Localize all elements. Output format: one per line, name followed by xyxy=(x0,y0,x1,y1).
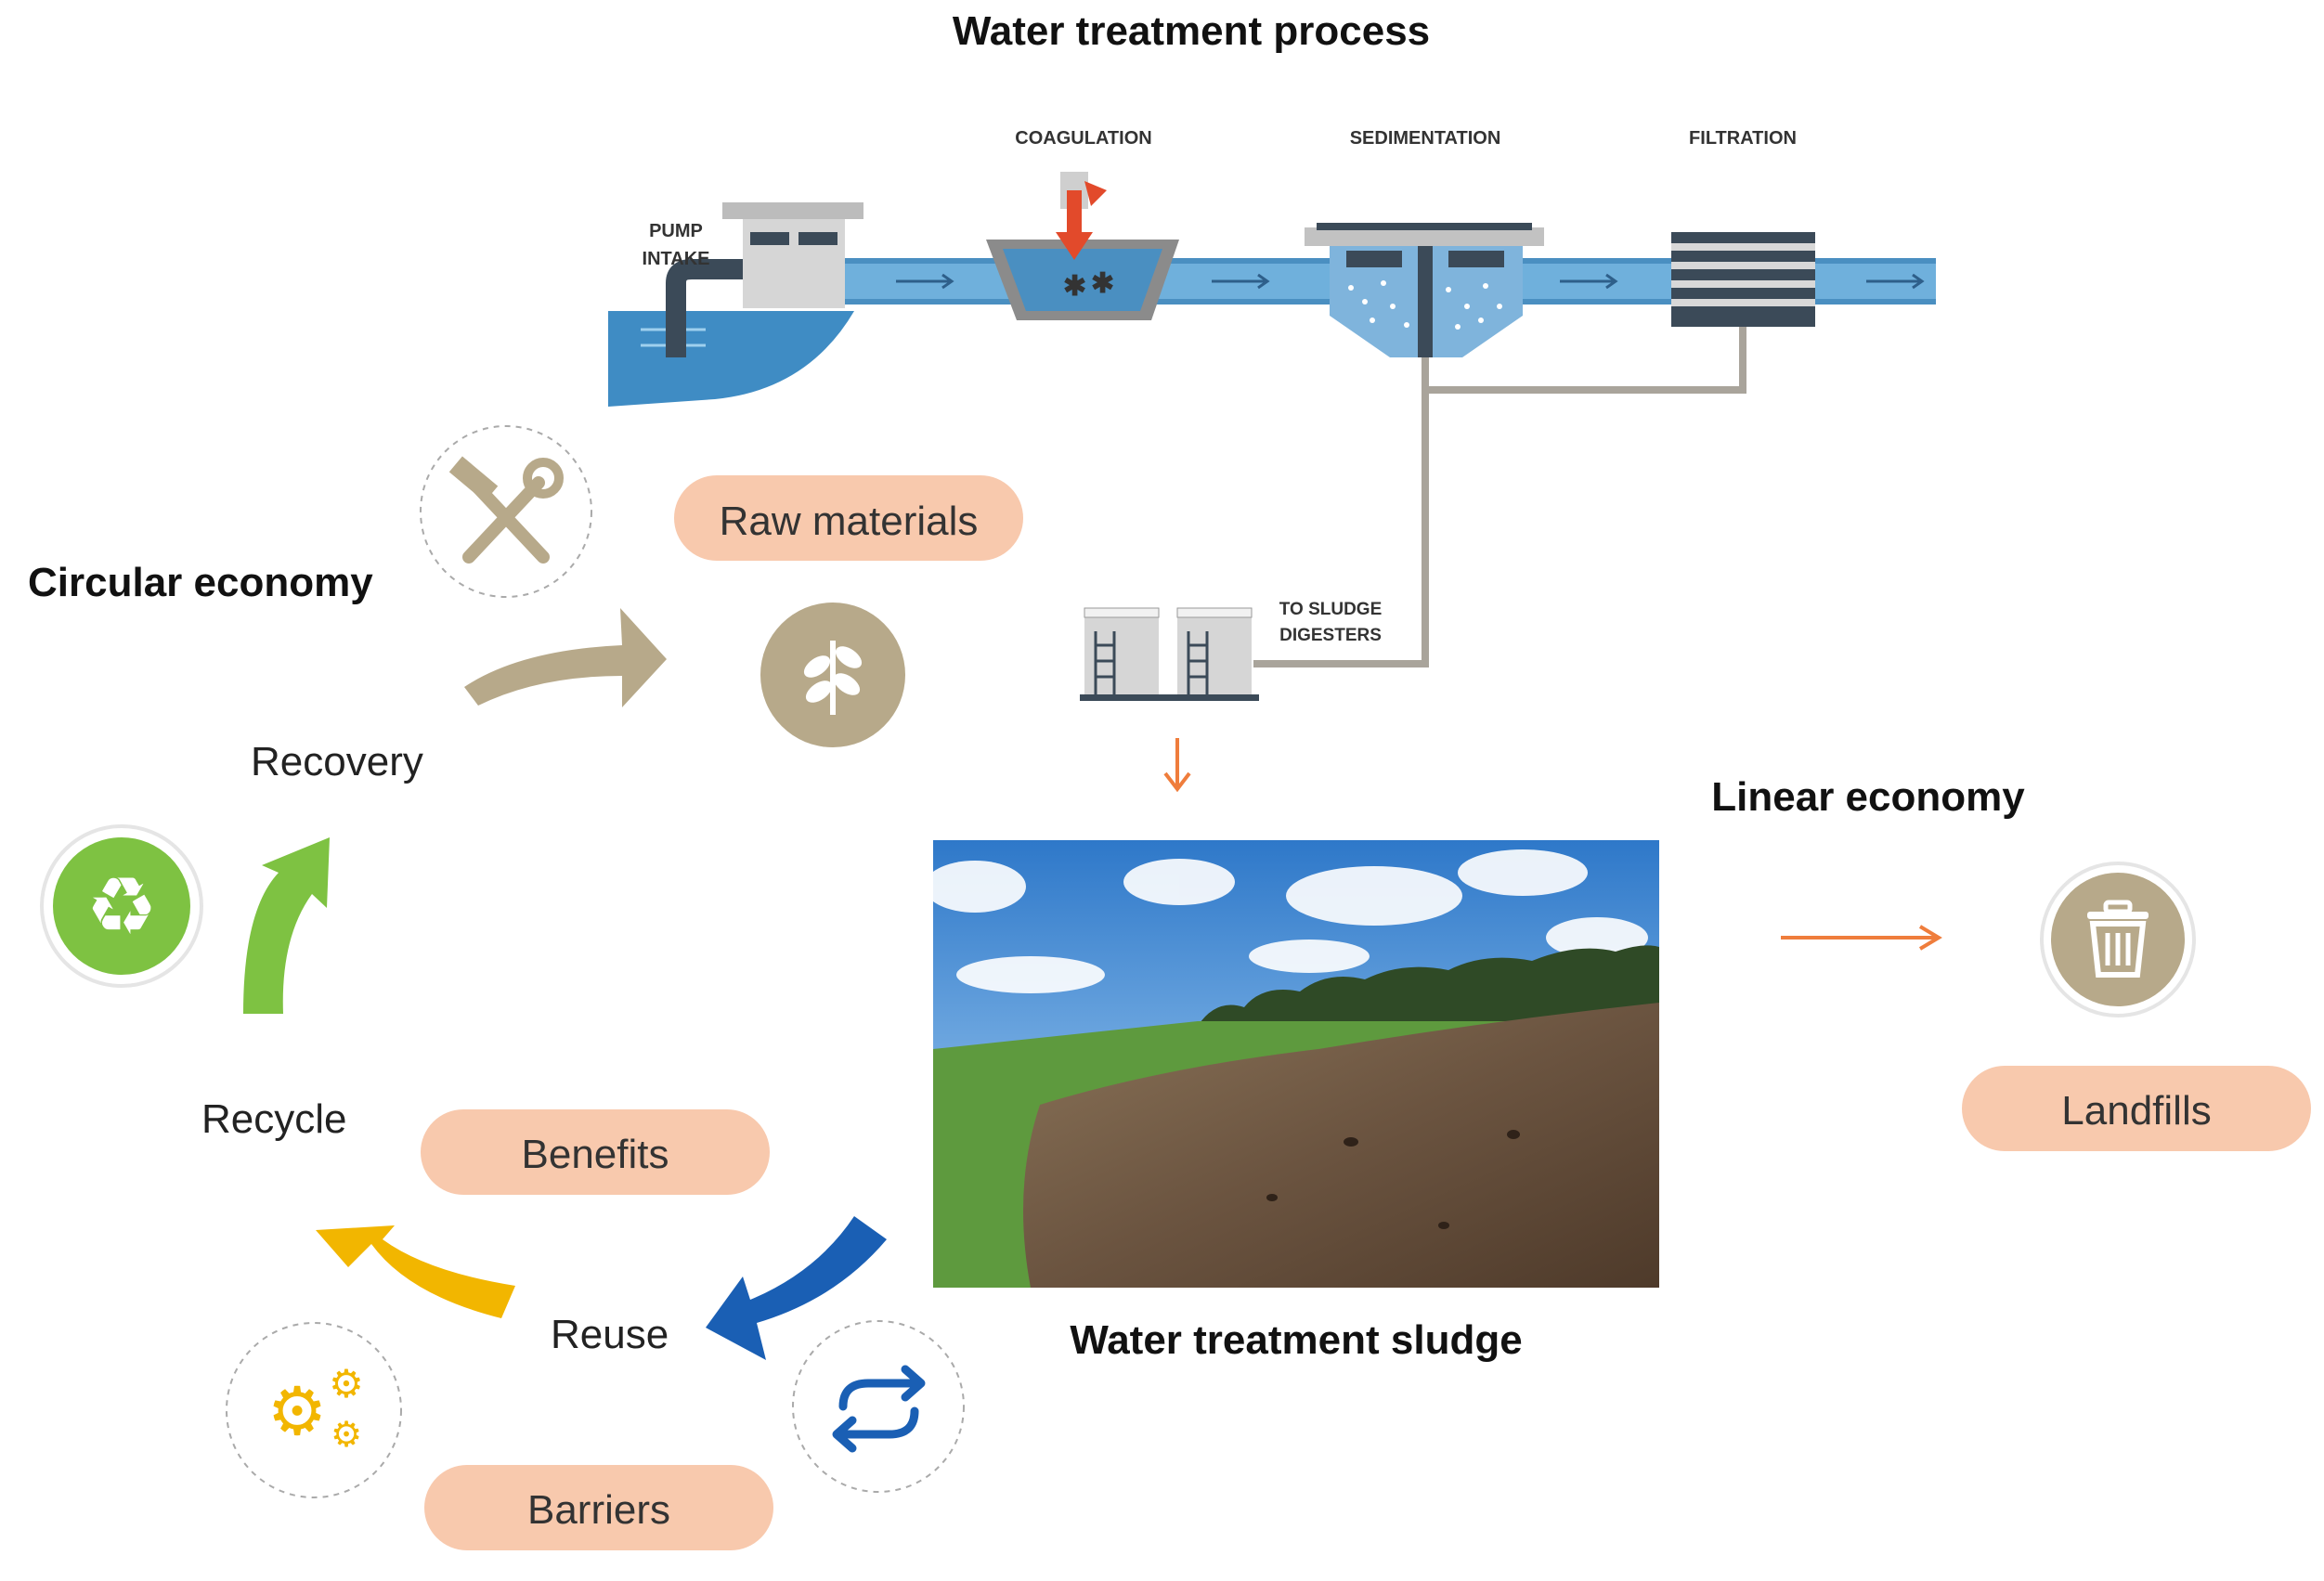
barriers-pill: Barriers xyxy=(424,1465,773,1550)
sedimentation-unit xyxy=(1305,223,1544,357)
sludge-to-reuse-arrow xyxy=(706,1216,887,1360)
coagulation-unit: ✱ ✱ xyxy=(986,172,1179,320)
svg-text:✱: ✱ xyxy=(1063,271,1086,302)
reuse-to-recycle-arrow xyxy=(316,1225,515,1318)
recycle-icon: ♻ xyxy=(40,824,203,988)
recovery-label: Recovery xyxy=(251,739,423,784)
recycle-label: Recycle xyxy=(201,1096,347,1142)
barriers-label: Barriers xyxy=(527,1487,670,1533)
sludge-digesters xyxy=(1080,607,1259,701)
treatment-process: PUMP INTAKE ✱ ✱ COAGULATION xyxy=(608,128,1936,793)
tools-icon xyxy=(420,425,592,598)
raw-materials-pill: Raw materials xyxy=(674,475,1023,561)
filtration-unit xyxy=(1671,232,1815,327)
sludge-caption: Water treatment sludge xyxy=(1070,1317,1522,1363)
leaf-icon xyxy=(760,603,905,747)
svg-text:⚙: ⚙ xyxy=(329,1361,364,1406)
pump-intake-label-2: INTAKE xyxy=(643,249,710,269)
filtration-label: FILTRATION xyxy=(1689,128,1797,149)
trash-icon xyxy=(2040,862,2196,1017)
svg-text:♻: ♻ xyxy=(85,861,157,953)
circular-economy-heading: Circular economy xyxy=(28,560,373,605)
landfills-label: Landfills xyxy=(2061,1088,2211,1134)
reuse-label: Reuse xyxy=(551,1312,669,1357)
down-arrow xyxy=(1163,738,1191,793)
pump-intake-label-1: PUMP xyxy=(649,221,703,241)
sludge-digesters-label-2: DIGESTERS xyxy=(1279,626,1382,645)
pump-house xyxy=(743,215,845,308)
sludge-photo xyxy=(924,840,1659,1288)
diagram-title: Water treatment process xyxy=(953,8,1430,54)
reservoir xyxy=(608,311,854,407)
landfills-pill: Landfills xyxy=(1962,1066,2311,1151)
coagulation-label: COAGULATION xyxy=(1015,128,1151,149)
gears-icon: ⚙ ⚙ ⚙ xyxy=(226,1322,402,1498)
svg-text:✱: ✱ xyxy=(1091,268,1114,299)
flow-arrows xyxy=(896,273,1925,290)
sedimentation-label: SEDIMENTATION xyxy=(1350,128,1501,149)
benefits-pill: Benefits xyxy=(421,1109,770,1195)
raw-materials-label: Raw materials xyxy=(720,499,979,544)
swap-arrows-icon xyxy=(792,1320,965,1493)
benefits-label: Benefits xyxy=(522,1132,669,1177)
to-landfill-arrow xyxy=(1781,925,1942,951)
svg-text:⚙: ⚙ xyxy=(267,1372,328,1450)
intake-pipe xyxy=(666,259,743,357)
recycle-to-recovery-arrow xyxy=(243,837,330,1014)
sludge-pipe xyxy=(1253,327,1746,667)
sludge-digesters-label-1: TO SLUDGE xyxy=(1279,600,1383,619)
svg-text:⚙: ⚙ xyxy=(331,1414,362,1455)
linear-economy-heading: Linear economy xyxy=(1711,774,2025,820)
recovery-arrow xyxy=(464,608,667,707)
